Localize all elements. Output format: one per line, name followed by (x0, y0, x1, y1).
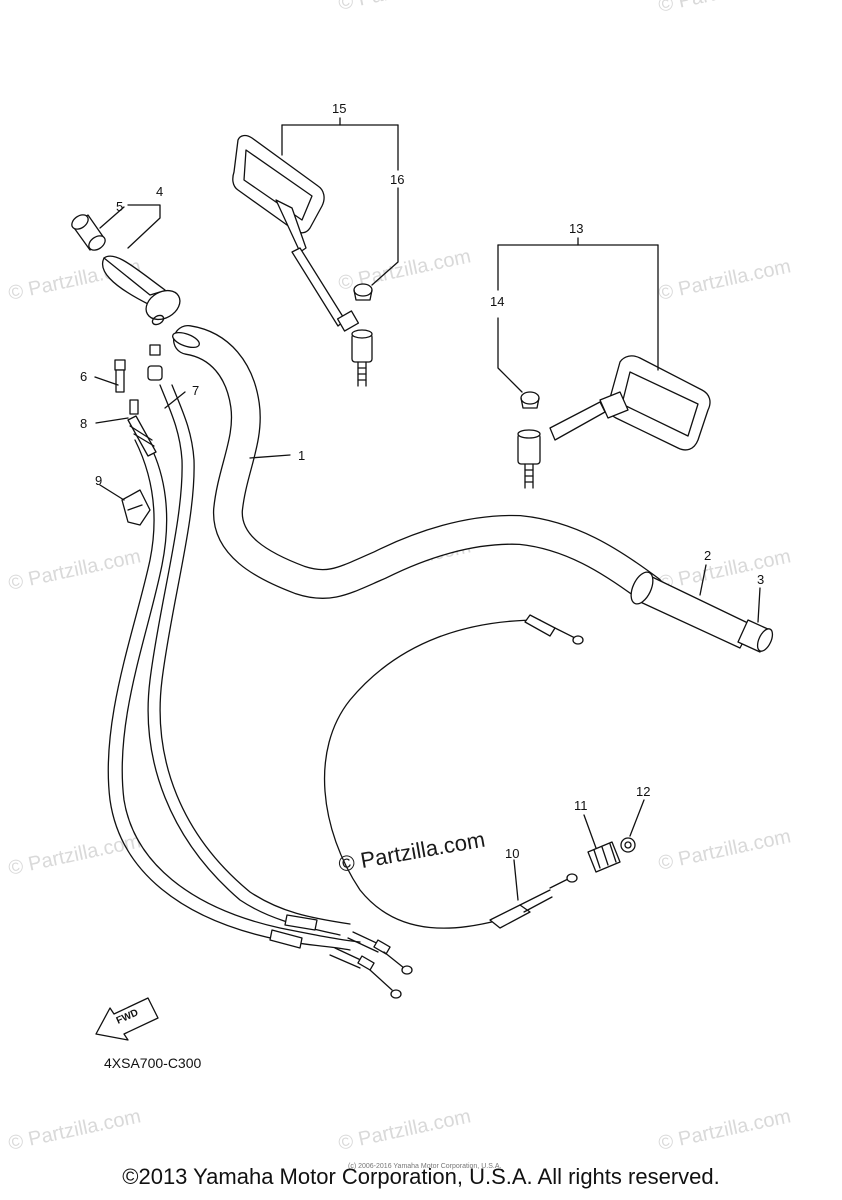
callout-9[interactable]: 9 (95, 473, 102, 488)
left-mirror (232, 134, 373, 387)
callout-14[interactable]: 14 (490, 294, 504, 309)
watermark-text: © Partzilla.com (656, 825, 792, 875)
right-grip (630, 571, 753, 649)
callout-4[interactable]: 4 (156, 184, 163, 199)
callout-8[interactable]: 8 (80, 416, 87, 431)
left-mirror-cap (353, 283, 373, 301)
part-callouts: 1 2 3 4 5 6 7 8 9 10 11 12 13 14 15 16 (80, 101, 764, 861)
callout-6[interactable]: 6 (80, 369, 87, 384)
watermark-text: © Partzilla.com (656, 545, 792, 595)
left-grip (102, 255, 181, 326)
watermark-text: © Partzilla.com (6, 1105, 142, 1155)
watermark-text: © Partzilla.com (656, 255, 792, 305)
callout-12[interactable]: 12 (636, 784, 650, 799)
callout-11[interactable]: 11 (574, 798, 588, 813)
callout-16[interactable]: 16 (390, 172, 404, 187)
callout-10[interactable]: 10 (505, 846, 519, 861)
callout-5[interactable]: 5 (116, 199, 123, 214)
callout-13[interactable]: 13 (569, 221, 583, 236)
right-mirror-cap (520, 391, 540, 409)
cable-guide (121, 489, 151, 526)
callout-7[interactable]: 7 (192, 383, 199, 398)
center-watermark: © Partzilla.com (337, 827, 487, 877)
cable-top-fittings (114, 344, 163, 457)
leader-lines (94, 117, 761, 901)
watermark-text: © Partzilla.com (656, 0, 792, 17)
watermark-text: © Partzilla.com (6, 830, 142, 880)
fwd-arrow-icon (95, 997, 159, 1041)
grip-end-weight (71, 214, 106, 251)
watermark-text: © Partzilla.com (336, 0, 472, 15)
watermark-text: © Partzilla.com (336, 1105, 472, 1155)
watermark-text: © Partzilla.com (6, 545, 142, 595)
callout-2[interactable]: 2 (704, 548, 711, 563)
watermark-text: © Partzilla.com (656, 1105, 792, 1155)
adjuster-nut (620, 837, 636, 853)
callout-15[interactable]: 15 (332, 101, 346, 116)
callout-1[interactable]: 1 (298, 448, 305, 463)
throttle-cables (107, 384, 361, 951)
callout-3[interactable]: 3 (757, 572, 764, 587)
small-copyright-notice: (c) 2006-2016 Yamaha Motor Corporation, … (348, 1163, 502, 1170)
right-grip-end (737, 619, 774, 653)
clutch-cable (323, 614, 584, 929)
handlebar-tube (172, 325, 665, 605)
right-mirror (517, 355, 711, 489)
diagram-code: 4XSA700-C300 (104, 1055, 202, 1071)
cable-adjuster (587, 841, 621, 873)
copyright-footer: ©2013 Yamaha Motor Corporation, U.S.A. A… (122, 1164, 720, 1189)
cable-end-fittings (269, 914, 413, 999)
